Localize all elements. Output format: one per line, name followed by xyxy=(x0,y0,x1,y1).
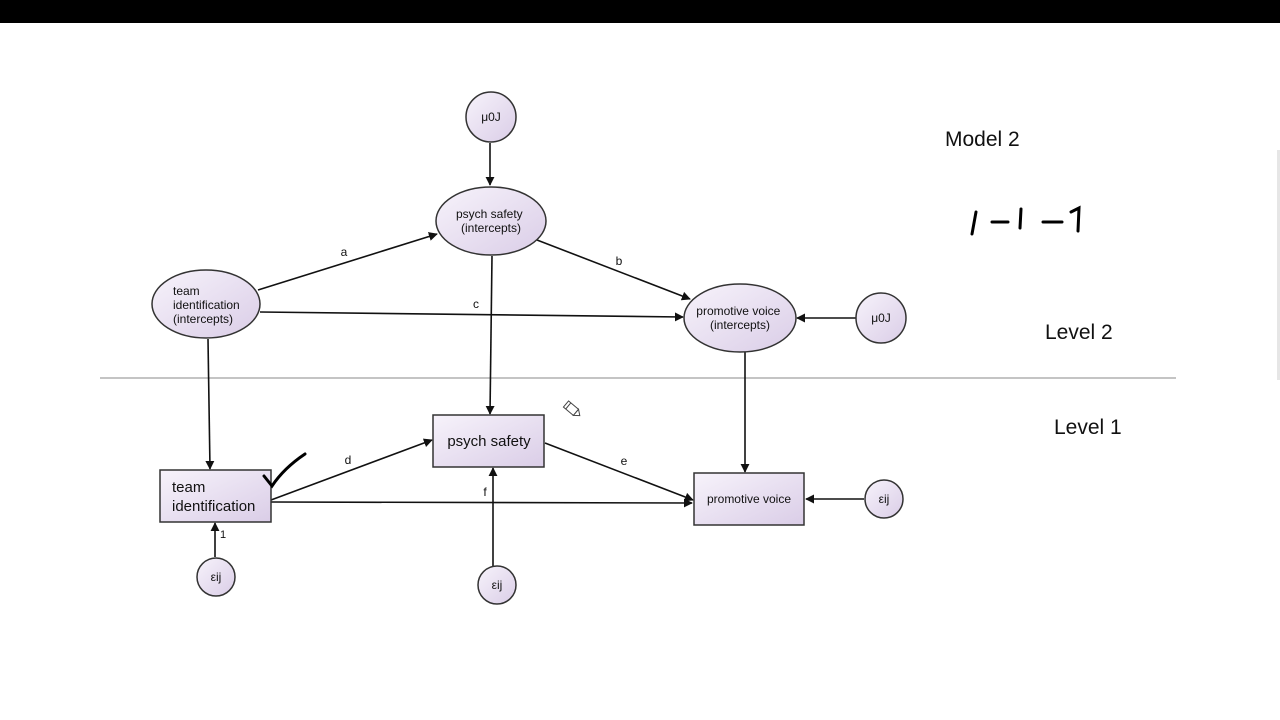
psych-intercepts-line-1: psych safety xyxy=(456,207,523,221)
right-edge-mark xyxy=(1277,150,1280,380)
svg-text:promotive voice (interce: promotive voice (intercepts) xyxy=(696,304,783,332)
node-team-identification: team identification xyxy=(159,469,272,523)
node-eps-right: εij xyxy=(864,479,904,519)
level-1-label: Level 1 xyxy=(1054,416,1122,439)
model-title: Model 2 xyxy=(945,128,1020,151)
path-label-e: e xyxy=(621,454,628,468)
edge-d xyxy=(270,438,433,501)
svg-text:promotive voice: promotive voice xyxy=(707,492,791,506)
team-intercepts-line-3: (intercepts) xyxy=(173,312,233,326)
node-team-identification-intercepts: team identification (intercepts) xyxy=(151,269,261,339)
top-black-bar xyxy=(0,0,1280,23)
team-intercepts-line-1: team xyxy=(173,284,200,298)
edge-c xyxy=(259,311,684,322)
psych-intercepts-line-2: (intercepts) xyxy=(461,221,521,235)
voice-intercepts-line-1: promotive voice xyxy=(696,304,780,318)
svg-text:εij: εij xyxy=(211,570,222,584)
svg-text:psych safety (intercepts: psych safety (intercepts) xyxy=(456,207,526,235)
team-intercepts-line-2: identification xyxy=(173,298,240,312)
eps-mid-label: εij xyxy=(492,578,503,592)
psych-safety-label: psych safety xyxy=(447,433,531,450)
svg-text:psych safety: psych safety xyxy=(447,433,531,450)
edge-e xyxy=(544,442,694,502)
handwritten-notation xyxy=(970,205,1081,236)
edge-team-intercepts-to-team xyxy=(205,338,215,470)
promotive-voice-label: promotive voice xyxy=(707,492,791,506)
path-label-fixed-one: 1 xyxy=(220,529,226,541)
eps-right-label: εij xyxy=(879,492,890,506)
svg-text:team identification: team identification (intercepts) xyxy=(173,284,243,326)
path-label-a: a xyxy=(341,245,348,259)
node-eps-left: εij xyxy=(196,557,236,597)
edge-b xyxy=(536,239,691,301)
path-label-d: d xyxy=(345,453,352,467)
node-eps-mid: εij xyxy=(477,565,517,605)
edge-team-to-voice xyxy=(270,498,693,508)
path-label-b: b xyxy=(616,254,623,268)
node-psych-safety-intercepts: psych safety (intercepts) xyxy=(435,186,547,256)
node-mu-top: μ0J xyxy=(465,91,517,143)
team-id-line-2: identification xyxy=(172,498,255,515)
eps-left-label: εij xyxy=(211,570,222,584)
team-id-line-1: team xyxy=(172,479,205,496)
svg-text:team identification: team identification xyxy=(172,479,255,515)
node-promotive-voice: promotive voice xyxy=(693,472,805,526)
svg-text:μ0J: μ0J xyxy=(871,311,891,325)
svg-text:μ0J: μ0J xyxy=(481,110,501,124)
handwritten-check-mark xyxy=(262,452,307,489)
node-mu-right: μ0J xyxy=(855,292,907,344)
node-promotive-voice-intercepts: promotive voice (intercepts) xyxy=(683,283,797,353)
path-label-c: c xyxy=(473,297,479,311)
node-mu-top-label: μ0J xyxy=(481,110,501,124)
svg-text:εij: εij xyxy=(492,578,503,592)
voice-intercepts-line-2: (intercepts) xyxy=(710,318,770,332)
path-label-f: f xyxy=(483,485,487,499)
edge-psych-intercepts-to-psych xyxy=(485,255,495,415)
pencil-cursor-icon xyxy=(562,400,581,417)
level-2-label: Level 2 xyxy=(1045,321,1113,344)
node-mu-right-label: μ0J xyxy=(871,311,891,325)
svg-text:εij: εij xyxy=(879,492,890,506)
edge-a xyxy=(257,232,438,291)
node-psych-safety: psych safety xyxy=(432,414,545,468)
